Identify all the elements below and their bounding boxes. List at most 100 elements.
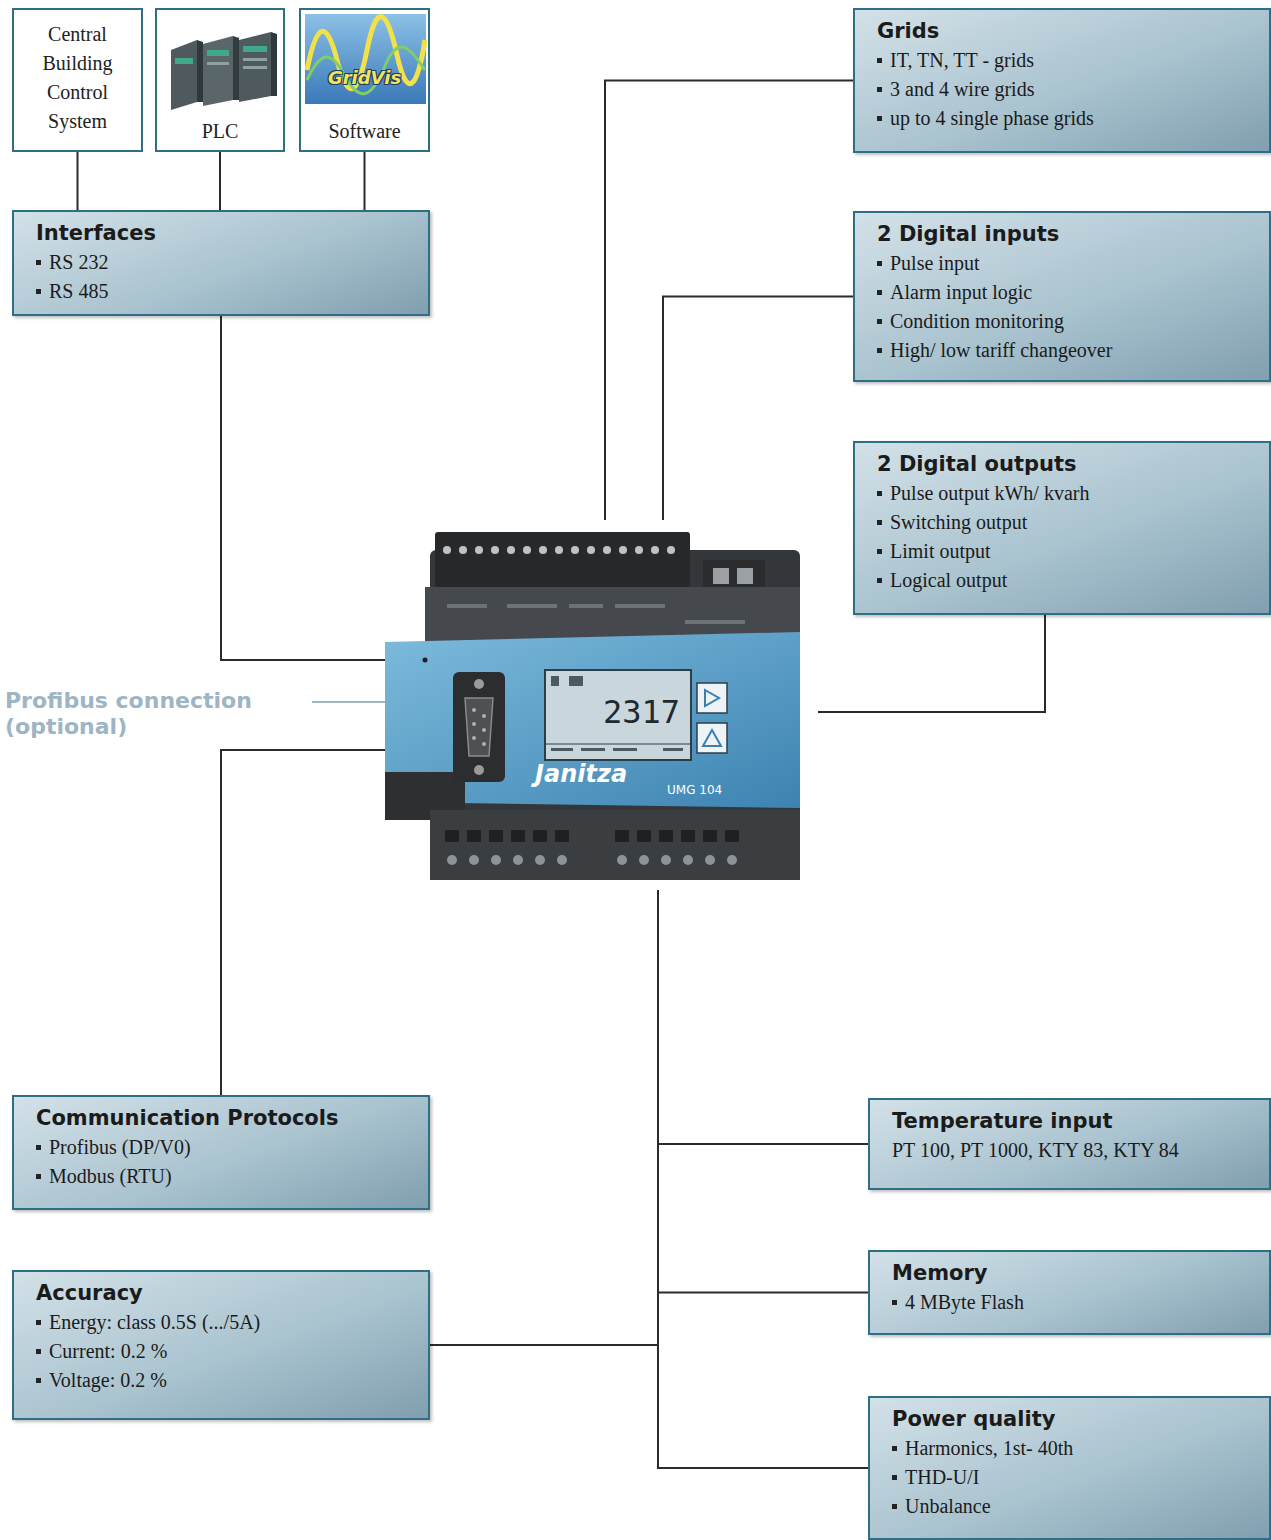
- bullet-marker: [36, 289, 41, 294]
- feature-box: AccuracyEnergy: class 0.5S (.../5A)Curre…: [12, 1270, 430, 1420]
- meter-device: JanitzaUMG 104: [385, 520, 818, 890]
- bullet-marker: [36, 1349, 41, 1354]
- drawing-part: [569, 604, 603, 608]
- bullet-text: Pulse input: [890, 249, 979, 278]
- bullet-text: Pulse output kWh/ kvarh: [890, 479, 1089, 508]
- button-symbol: [703, 730, 721, 746]
- drawing-part: [555, 546, 563, 554]
- connector-line: [221, 316, 385, 660]
- drawing-part: [507, 604, 557, 608]
- connector-line: [219, 152, 221, 210]
- connector-line: [663, 297, 853, 521]
- drawing-part: [207, 62, 229, 65]
- bullet-row: Unbalance: [892, 1492, 1257, 1521]
- bullet-marker: [877, 491, 882, 496]
- bullet-row: 3 and 4 wire grids: [877, 75, 1257, 104]
- drawing-part: [203, 36, 233, 106]
- feature-box: Communication ProtocolsProfibus (DP/V0)M…: [12, 1095, 430, 1210]
- drawing-part: [587, 546, 595, 554]
- bullet-text: Current: 0.2 %: [49, 1337, 167, 1366]
- bullet-text: RS 232: [49, 248, 108, 277]
- terminal-markings: [447, 604, 745, 624]
- drawing-part: [489, 830, 503, 842]
- bullet-row: Logical output: [877, 566, 1257, 595]
- drawing-part: [685, 620, 745, 624]
- box-heading: Accuracy: [36, 1278, 416, 1308]
- bullet-row: Alarm input logic: [877, 278, 1257, 307]
- drawing-part: [469, 855, 479, 865]
- button: [697, 723, 727, 753]
- bullet-marker: [877, 261, 882, 266]
- connector-screw: [474, 765, 484, 775]
- bullet-marker: [892, 1475, 897, 1480]
- bullet-text: Voltage: 0.2 %: [49, 1366, 167, 1395]
- box-heading: Grids: [877, 16, 1257, 46]
- bullet-marker: [877, 116, 882, 121]
- bullet-text: Condition monitoring: [890, 307, 1064, 336]
- drawing-part: [569, 676, 583, 686]
- drawing-part: [171, 40, 197, 110]
- display-divider: [545, 744, 691, 745]
- drawing-part: [511, 830, 525, 842]
- bullet-text: Harmonics, 1st- 40th: [905, 1434, 1073, 1463]
- feature-box: 2 Digital inputsPulse inputAlarm input l…: [853, 211, 1271, 382]
- drawing-part: [197, 40, 203, 102]
- connector-line: [364, 152, 366, 210]
- lcd-display: [545, 670, 691, 760]
- bullet-marker: [36, 1145, 41, 1150]
- feature-box: Power qualityHarmonics, 1st- 40thTHD-U/I…: [868, 1396, 1271, 1540]
- drawing-part: [681, 830, 695, 842]
- bullet-row: High/ low tariff changeover: [877, 336, 1257, 365]
- bullet-text: THD-U/I: [905, 1463, 979, 1492]
- terminal-screws: [443, 546, 675, 554]
- box-heading: Interfaces: [36, 218, 416, 248]
- bullet-text: 4 MByte Flash: [905, 1288, 1024, 1317]
- bullet-row: Switching output: [877, 508, 1257, 537]
- display-segments: [551, 676, 683, 751]
- top-terminal-block: [435, 532, 690, 587]
- box-heading: 2 Digital outputs: [877, 449, 1257, 479]
- bullet-text: Switching output: [890, 508, 1027, 537]
- bullet-marker: [892, 1446, 897, 1451]
- bullet-marker: [892, 1504, 897, 1509]
- bullet-text: Alarm input logic: [890, 278, 1032, 307]
- drawing-part: [703, 830, 717, 842]
- box-text: Central Building Control System: [22, 20, 133, 136]
- drawing-part: [551, 748, 573, 751]
- system-box: Central Building Control System: [12, 8, 143, 152]
- drawing-part: [535, 855, 545, 865]
- drawing-part: [615, 830, 629, 842]
- bullet-marker: [36, 1174, 41, 1179]
- bullet-marker: [36, 1320, 41, 1325]
- drawing-part: [507, 546, 515, 554]
- drawing-part: [551, 676, 559, 686]
- connector-pins: [472, 708, 486, 746]
- drawing-part: [617, 855, 627, 865]
- drawing-part: [472, 736, 476, 740]
- terminal-screw: [737, 568, 753, 584]
- drawing-part: [443, 546, 451, 554]
- bullet-row: RS 485: [36, 277, 416, 306]
- bottom-terminal-block: [430, 810, 800, 880]
- drawing-part: [513, 855, 523, 865]
- service-led: [423, 658, 428, 663]
- bullet-row: Current: 0.2 %: [36, 1337, 416, 1366]
- drawing-part: [523, 546, 531, 554]
- bullet-row: Pulse output kWh/ kvarh: [877, 479, 1257, 508]
- drawing-part: [603, 546, 611, 554]
- bullet-row: Profibus (DP/V0): [36, 1133, 416, 1162]
- meter-illustration: [385, 520, 818, 890]
- profibus-connector: [453, 672, 505, 782]
- connector-line: [221, 750, 385, 1095]
- drawing-part: [557, 855, 567, 865]
- drawing-part: [459, 546, 467, 554]
- bullet-row: Energy: class 0.5S (.../5A): [36, 1308, 416, 1337]
- box-heading: Memory: [892, 1258, 1257, 1288]
- system-box: PLC: [155, 8, 285, 152]
- connector-line: [658, 890, 868, 1293]
- display-reading: 2317: [556, 694, 680, 730]
- box-heading: Power quality: [892, 1404, 1257, 1434]
- drawing-part: [447, 604, 487, 608]
- drawing-part: [637, 830, 651, 842]
- bullet-row: 4 MByte Flash: [892, 1288, 1257, 1317]
